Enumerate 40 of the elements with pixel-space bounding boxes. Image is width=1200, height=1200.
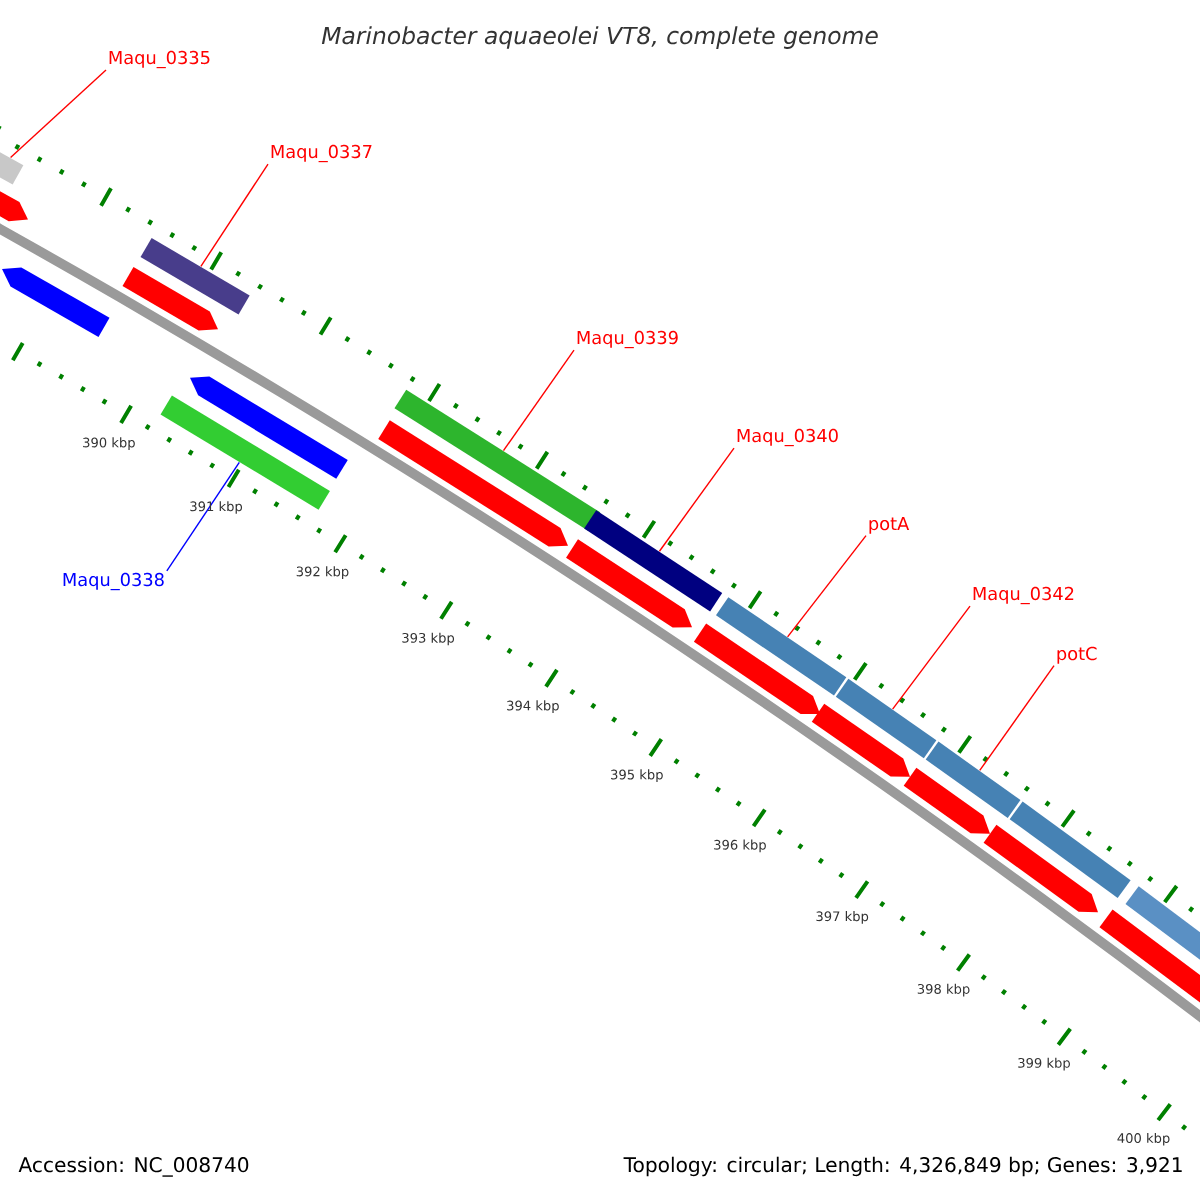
gene-label: Maqu_0335	[109, 50, 210, 69]
gene-bar	[584, 510, 723, 612]
accession-text: Accession: NC_008740	[18, 1156, 249, 1177]
title: Marinobacter aquaeolei VT8, complete genome	[321, 26, 878, 49]
gene-block	[903, 767, 990, 834]
gene-block	[2, 267, 110, 337]
gene-bar	[925, 741, 1021, 818]
gene-label: Maqu_0338	[63, 572, 164, 591]
gene-bar	[716, 597, 847, 696]
gene-bar	[835, 678, 937, 759]
gene-label: Maqu_0337	[271, 144, 372, 163]
gene-bar	[1009, 801, 1131, 898]
gene-bar	[1125, 886, 1200, 961]
gene-block	[122, 267, 218, 331]
gene-bar	[0, 150, 24, 185]
gene-label: potC	[1057, 646, 1097, 664]
leader-line	[502, 349, 575, 452]
leader-line	[786, 534, 867, 638]
gene-label: Maqu_0340	[737, 428, 838, 447]
gene-block	[0, 190, 28, 222]
genome-info-text: Topology: circular; Length: 4,326,849 bp; Genes: 3,921	[623, 1156, 1182, 1177]
gene-block	[378, 420, 568, 547]
gene-block	[811, 703, 910, 777]
gene-label: Maqu_0342	[973, 586, 1074, 605]
gene-block	[1099, 909, 1200, 1004]
gene-block	[566, 539, 692, 628]
gene-label: potA	[869, 517, 910, 534]
gene-block	[983, 824, 1098, 913]
leader-line	[200, 163, 269, 268]
leader-line	[658, 447, 735, 552]
leader-line	[166, 461, 240, 572]
leader-line	[979, 664, 1055, 772]
gene-block	[190, 376, 348, 479]
gene-block	[693, 623, 820, 715]
gene-bar	[394, 389, 601, 531]
gene-bar	[140, 238, 250, 315]
leader-line	[9, 69, 107, 159]
leader-line	[891, 605, 971, 710]
gene-label: Maqu_0339	[577, 330, 678, 349]
gene-bar	[160, 395, 330, 510]
